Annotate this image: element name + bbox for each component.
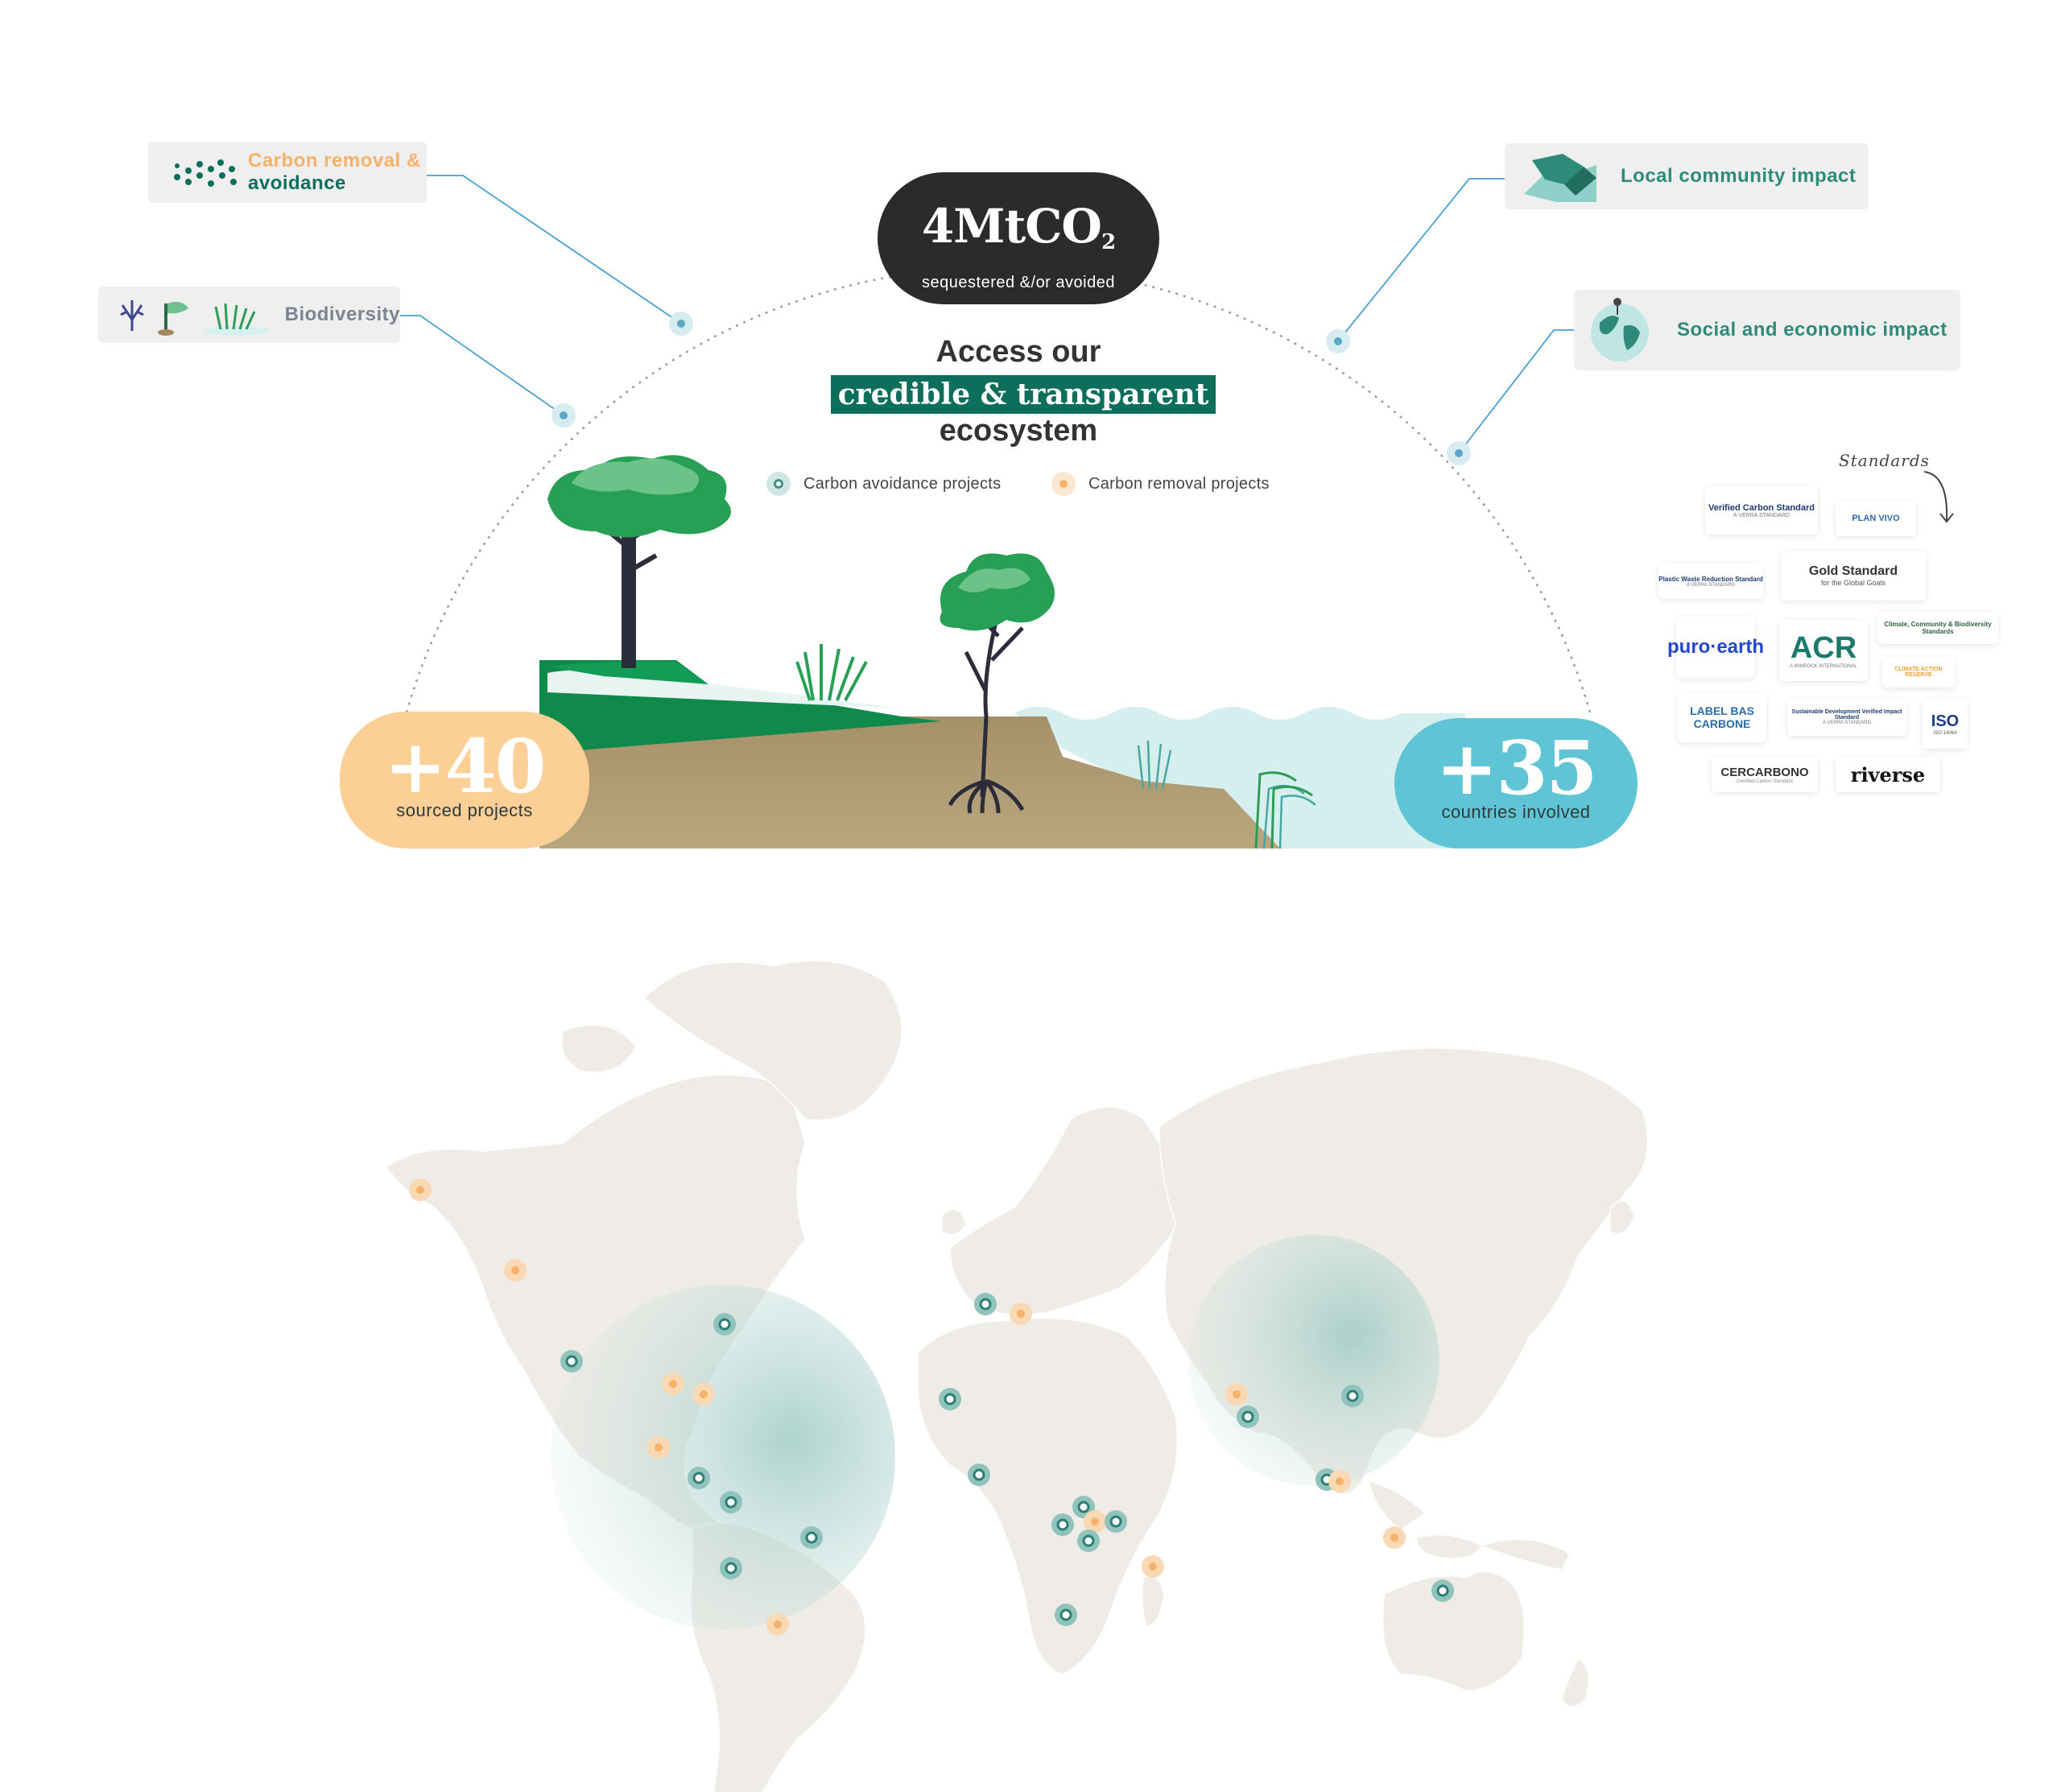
logo-label-bas-carbone: LABEL BAS CARBONE (1678, 692, 1766, 742)
logo-climate-action-reserve: CLIMATE ACTION RESERVE (1882, 657, 1955, 687)
avoidance-project-marker[interactable] (720, 1557, 742, 1579)
logo-acr-name: ACR (1790, 631, 1857, 665)
logo-cercarbono: CERCARBONO Certified Carbon Standard (1712, 757, 1818, 792)
total-co2-badge: 4MtCO2 sequestered &/or avoided (878, 172, 1159, 304)
avoidance-project-marker[interactable] (1051, 1513, 1074, 1536)
legend-removal: Carbon removal projects (1051, 472, 1270, 496)
removal-project-marker[interactable] (662, 1373, 684, 1395)
feature-carbon-label-1: Carbon removal & (248, 150, 421, 171)
removal-project-marker[interactable] (692, 1383, 715, 1406)
avoidance-project-marker[interactable] (939, 1388, 961, 1410)
removal-project-marker[interactable] (1084, 1510, 1106, 1533)
feature-community-label: Local community impact (1621, 165, 1857, 187)
arrow-down-icon (1923, 471, 1954, 523)
logo-pwrs-name: Plastic Waste Reduction Standard (1658, 575, 1763, 583)
logo-puro-earth: puro·earth (1667, 617, 1764, 678)
removal-project-marker[interactable] (1328, 1470, 1351, 1493)
avoidance-project-marker[interactable] (1341, 1385, 1364, 1407)
logo-vcs-sub: A VERRA STANDARD (1733, 512, 1790, 518)
logo-iso-name: ISO (1931, 712, 1960, 730)
region-highlight-asia (1188, 1235, 1439, 1486)
connector-dot (551, 312, 1471, 465)
title-highlight-box: credible & transparent (831, 375, 1216, 414)
logo-verified-carbon: Verified Carbon Standard A VERRA STANDAR… (1705, 486, 1818, 535)
logo-sdvista-name: Sustainable Development Verified Impact … (1791, 709, 1902, 721)
stat-countries: +35 countries involved (1394, 718, 1638, 849)
logo-gold-standard: Gold Standard for the Global Goals (1781, 551, 1926, 601)
avoidance-project-marker[interactable] (800, 1526, 823, 1549)
stat-projects-caption: sourced projects (396, 800, 533, 820)
biodiversity-icon (120, 300, 269, 336)
feature-social: Social and economic impact (1574, 290, 1960, 370)
co2-value: 4MtCO (921, 199, 1102, 254)
feature-biodiversity-label: Biodiversity (284, 303, 400, 325)
legend-removal-label: Carbon removal projects (1088, 474, 1270, 493)
logo-iso-sub: ISO 14064 (1933, 730, 1957, 736)
stat-projects-value: +40 (384, 723, 546, 810)
logo-cercarbono-sub: Certified Carbon Standard (1737, 778, 1793, 784)
standards-label: Standards (1839, 451, 1930, 470)
feature-biodiversity: Biodiversity (98, 287, 400, 343)
handshake-icon (1524, 154, 1596, 202)
stat-projects: +40 sourced projects (340, 712, 589, 849)
ecosystem-arc (400, 175, 1592, 713)
stat-countries-value: +35 (1435, 725, 1597, 811)
removal-project-marker[interactable] (1383, 1526, 1406, 1549)
logo-cercarbono-name: CERCARBONO (1720, 765, 1809, 779)
logo-gs-sub: for the Global Goals (1820, 579, 1886, 587)
co2-subscript: 2 (1101, 230, 1116, 254)
africa (917, 1317, 1179, 1675)
removal-project-marker[interactable] (1010, 1303, 1032, 1325)
logo-vcs-name: Verified Carbon Standard (1708, 502, 1815, 513)
co2-caption: sequestered &/or avoided (922, 274, 1115, 291)
region-highlight-americas (551, 1285, 895, 1629)
logo-plastic-waste: Plastic Waste Reduction Standard A VERRA… (1658, 564, 1763, 599)
logo-pwrs-sub: A VERRA STANDARD (1687, 582, 1735, 588)
removal-project-marker[interactable] (1142, 1555, 1164, 1578)
removal-marker-icon (1051, 472, 1076, 496)
title-line-3: ecosystem (939, 414, 1098, 448)
logo-sdvista-sub: A VERRA STANDARD (1823, 721, 1871, 725)
logo-ccb: Climate, Community & Biodiversity Standa… (1877, 612, 1998, 644)
logo-plan-vivo: PLAN VIVO (1836, 501, 1916, 536)
feature-social-label: Social and economic impact (1677, 319, 1947, 341)
australia (1382, 1571, 1526, 1691)
legend-avoidance: Carbon avoidance projects (766, 472, 1001, 496)
avoidance-project-marker[interactable] (1105, 1510, 1127, 1533)
europe (949, 1106, 1183, 1316)
feature-community: Local community impact (1505, 143, 1869, 209)
removal-project-marker[interactable] (647, 1436, 670, 1459)
avoidance-project-marker[interactable] (720, 1491, 742, 1513)
title-highlight: credible & transparent (837, 378, 1209, 411)
stat-countries-caption: countries involved (1441, 802, 1591, 822)
removal-project-marker[interactable] (409, 1179, 432, 1201)
avoidance-project-marker[interactable] (1431, 1579, 1454, 1602)
logo-iso: ISO ISO 14064 (1923, 699, 1968, 749)
removal-project-marker[interactable] (766, 1613, 789, 1636)
logo-sd-vista: Sustainable Development Verified Impact … (1787, 699, 1906, 736)
avoidance-project-marker[interactable] (968, 1464, 990, 1486)
dots-icon (174, 159, 237, 187)
avoidance-project-marker[interactable] (974, 1293, 997, 1315)
avoidance-project-marker[interactable] (713, 1313, 736, 1336)
title-line-1: Access our (936, 335, 1101, 369)
avoidance-project-marker[interactable] (688, 1467, 710, 1489)
avoidance-project-marker[interactable] (560, 1350, 583, 1373)
feature-carbon-removal: Carbon removal & avoidance (148, 142, 427, 203)
legend-avoidance-label: Carbon avoidance projects (803, 474, 1002, 493)
world-map (385, 960, 1649, 1792)
logo-riverse: riverse (1836, 757, 1940, 792)
avoidance-project-marker[interactable] (1055, 1604, 1077, 1626)
logo-acr: ACR A WINROCK INTERNATIONAL (1779, 620, 1868, 681)
removal-project-marker[interactable] (504, 1259, 527, 1282)
avoidance-project-marker[interactable] (1077, 1530, 1100, 1552)
removal-project-marker[interactable] (1225, 1383, 1248, 1406)
globe-icon (1591, 298, 1649, 361)
logo-gs-name: Gold Standard (1808, 564, 1898, 578)
avoidance-project-marker[interactable] (1237, 1406, 1259, 1428)
feature-carbon-label-2: avoidance (248, 172, 346, 194)
landscape-illustration (539, 455, 1465, 849)
avoidance-marker-icon (766, 472, 791, 496)
logo-acr-sub: A WINROCK INTERNATIONAL (1790, 664, 1857, 669)
